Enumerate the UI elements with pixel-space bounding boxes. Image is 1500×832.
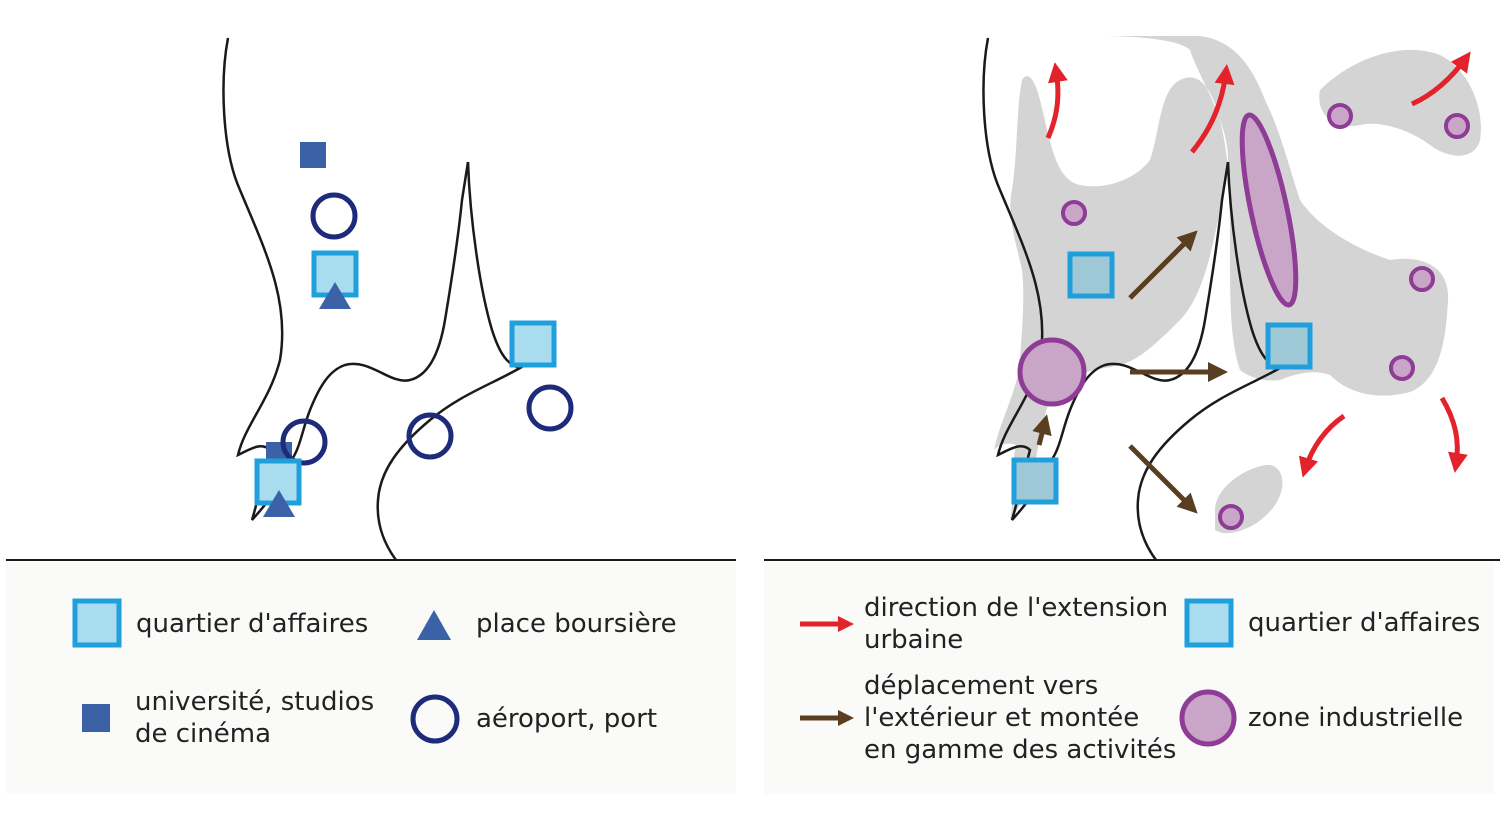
legend-item-business: quartier d'affaires <box>72 598 368 650</box>
extension-arrow <box>1410 51 1471 107</box>
legend-item-stock-exchange: place boursière <box>414 604 677 644</box>
legend-item-industrial: zone industrielle <box>1178 688 1463 748</box>
right-panel: direction de l'extension urbaine quartie… <box>760 0 1500 832</box>
left-panel: quartier d'affaires place boursière univ… <box>0 0 740 832</box>
legend-label: quartier d'affaires <box>136 609 369 639</box>
stock-exchange-icon <box>319 282 351 309</box>
coastline-west <box>222 37 470 521</box>
legend-item-university: université, studios de cinéma <box>80 686 374 750</box>
coastline-east <box>376 161 524 561</box>
industrial-zone-icon <box>1061 200 1087 226</box>
legend-label: zone industrielle <box>1248 703 1464 733</box>
airport-port-icon <box>406 412 454 460</box>
displacement-arrow <box>1128 444 1198 514</box>
red-arrow-icon <box>800 616 854 632</box>
industrial-zone-icon <box>1239 112 1299 308</box>
airport-port-icon <box>410 694 460 744</box>
business-district-icon <box>1011 457 1059 505</box>
left-legend <box>6 562 736 794</box>
university-icon <box>300 142 326 168</box>
displacement-arrow <box>1032 414 1052 446</box>
stock-exchange-icon <box>263 490 295 517</box>
legend-label: déplacement vers l'extérieur et montée e… <box>864 671 1177 765</box>
business-district-icon <box>1067 251 1115 299</box>
extension-arrow <box>1298 413 1346 478</box>
industrial-zone-icon <box>1389 355 1415 381</box>
industrial-zone-icon <box>1179 689 1237 747</box>
legend-item-displacement: déplacement vers l'extérieur et montée e… <box>798 670 1176 766</box>
industrial-zone-icon <box>1017 337 1087 407</box>
business-district-icon <box>1184 598 1234 648</box>
stock-exchange-icon <box>417 610 451 640</box>
left-map <box>6 37 736 561</box>
extension-arrow <box>1190 64 1235 154</box>
legend-item-business: quartier d'affaires <box>1184 598 1480 648</box>
legend-label: direction de l'extension urbaine <box>864 593 1169 655</box>
right-legend <box>764 562 1494 794</box>
business-district-icon <box>509 320 557 368</box>
brown-arrow-icon <box>800 710 854 726</box>
university-icon <box>82 704 110 732</box>
industrial-zone-icon <box>1409 266 1435 292</box>
extension-arrow <box>1439 396 1468 473</box>
industrial-zone-icon <box>1444 113 1470 139</box>
airport-port-icon <box>280 418 328 466</box>
extension-arrow <box>1045 62 1068 139</box>
legend-item-airport: aéroport, port <box>408 692 657 746</box>
legend-label: place boursière <box>476 609 677 639</box>
airport-port-icon <box>526 384 574 432</box>
industrial-zone-icon <box>1218 504 1244 530</box>
right-map <box>764 36 1500 561</box>
displacement-arrow <box>1128 230 1198 300</box>
legend-label: aéroport, port <box>476 704 658 734</box>
business-district-icon <box>1265 322 1313 370</box>
coastline-east <box>1136 161 1284 561</box>
legend-item-extension: direction de l'extension urbaine <box>798 592 1168 656</box>
legend-label: quartier d'affaires <box>1248 608 1481 638</box>
business-district-icon <box>72 598 122 648</box>
urban-area <box>1319 49 1481 156</box>
legend-label: université, studios de cinéma <box>135 687 375 749</box>
industrial-zone-icon <box>1327 103 1353 129</box>
airport-port-icon <box>310 192 358 240</box>
